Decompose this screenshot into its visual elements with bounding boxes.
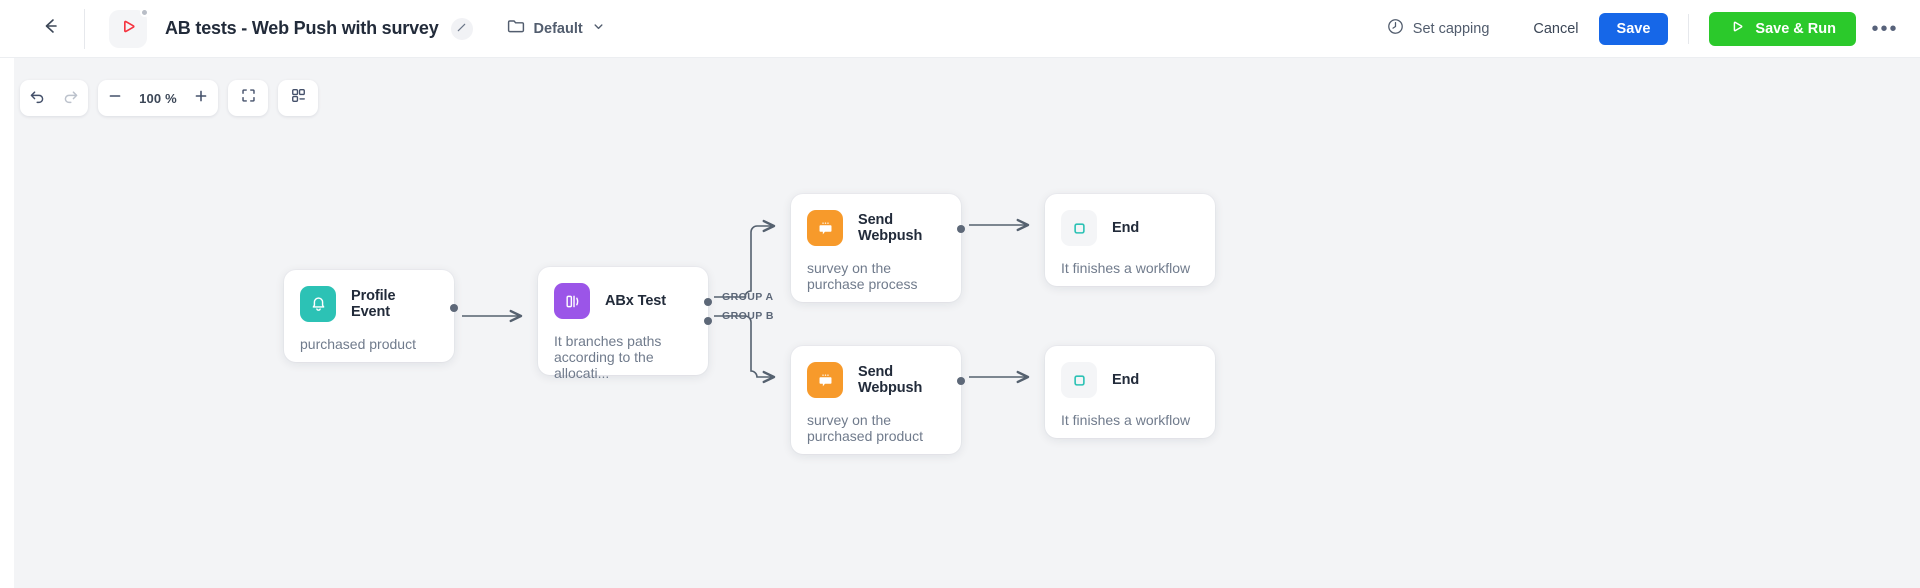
more-options-button[interactable]: ••• [1872, 16, 1898, 42]
chat-bubble-icon [807, 362, 843, 398]
node-header: Send Webpush [791, 346, 961, 398]
node-end-b[interactable]: End It finishes a workflow [1045, 346, 1215, 438]
node-abx-test[interactable]: ABx Test It branches paths according to … [538, 267, 712, 381]
branch-label-group-a: GROUP A [722, 291, 774, 303]
fit-to-screen-group [228, 80, 268, 116]
page-title: AB tests - Web Push with survey [165, 18, 439, 38]
kebab-icon: ••• [1871, 17, 1899, 40]
arrow-left-icon [39, 15, 61, 42]
auto-layout-button[interactable] [281, 80, 315, 116]
workflow-canvas[interactable]: 100 % [14, 58, 1920, 588]
node-end-a[interactable]: End It finishes a workflow [1045, 194, 1215, 286]
redo-button[interactable] [54, 80, 88, 116]
header-divider [84, 8, 85, 49]
node-header: ABx Test [538, 267, 708, 319]
zoom-level-value[interactable]: 100 % [139, 90, 177, 106]
auto-layout-group [278, 80, 318, 116]
app-header: AB tests - Web Push with survey Default [0, 0, 1920, 58]
node-description: It finishes a workflow [1061, 260, 1191, 276]
output-port[interactable] [957, 225, 965, 233]
canvas-toolbar: 100 % [20, 80, 318, 116]
folder-selector[interactable]: Default [507, 18, 605, 39]
save-button[interactable]: Save [1598, 12, 1669, 45]
minus-icon [107, 88, 123, 109]
save-and-run-label: Save & Run [1755, 20, 1836, 37]
output-port[interactable] [957, 377, 965, 385]
zoom-group: 100 % [98, 80, 218, 116]
fullscreen-icon [240, 87, 257, 109]
set-capping-label: Set capping [1412, 20, 1490, 37]
node-description: purchased product [300, 336, 416, 352]
output-port-group-b[interactable] [704, 317, 712, 325]
header-actions: Set capping Cancel Save Save & Run ••• [1387, 11, 1920, 46]
cancel-button[interactable]: Cancel [1533, 20, 1579, 37]
history-group [20, 80, 88, 116]
node-title: Send Webpush [858, 364, 923, 396]
zoom-in-button[interactable] [184, 80, 218, 116]
actions-divider [1688, 13, 1690, 44]
output-port-group-a[interactable] [704, 298, 712, 306]
chevron-down-icon [592, 20, 605, 38]
node-title: End [1112, 372, 1140, 388]
folder-label: Default [533, 20, 583, 37]
node-description: It finishes a workflow [1061, 412, 1191, 428]
stop-square-icon [1061, 362, 1097, 398]
undo-button[interactable] [20, 80, 54, 116]
status-dot [140, 7, 149, 17]
edit-title-button[interactable] [450, 17, 473, 40]
node-profile-event[interactable]: Profile Event purchased product [284, 270, 458, 362]
output-port[interactable] [450, 304, 458, 312]
node-send-webpush-b[interactable]: Send Webpush survey on the purchased pro… [791, 346, 965, 454]
zoom-out-button[interactable] [98, 80, 132, 116]
bell-icon [300, 286, 336, 322]
play-triangle-icon [118, 16, 139, 42]
clock-icon [1387, 18, 1404, 39]
pencil-icon [456, 20, 467, 38]
redo-arrow-icon [62, 87, 80, 110]
play-icon [1729, 18, 1746, 39]
undo-arrow-icon [28, 87, 46, 110]
fit-to-screen-button[interactable] [231, 80, 265, 116]
node-title: Send Webpush [858, 212, 923, 244]
stop-square-icon [1061, 210, 1097, 246]
node-description: survey on the purchased product [807, 412, 923, 445]
folder-icon [507, 18, 525, 39]
set-capping-button[interactable]: Set capping [1387, 18, 1490, 39]
node-description: survey on the purchase process [807, 260, 918, 293]
node-send-webpush-a[interactable]: Send Webpush survey on the purchase proc… [791, 194, 965, 302]
node-header: Profile Event [284, 270, 454, 322]
node-title: End [1112, 220, 1140, 236]
branch-label-group-b: GROUP B [722, 310, 774, 322]
plus-icon [193, 88, 209, 109]
node-title: ABx Test [605, 293, 666, 309]
back-button[interactable] [30, 9, 70, 49]
node-title: Profile Event [351, 288, 396, 320]
node-header: End [1045, 194, 1215, 246]
node-description: It branches paths according to the alloc… [554, 333, 662, 382]
workflow-logo [109, 7, 149, 48]
ab-split-icon [554, 283, 590, 319]
node-header: Send Webpush [791, 194, 961, 246]
chat-bubble-icon [807, 210, 843, 246]
node-header: End [1045, 346, 1215, 398]
save-and-run-button[interactable]: Save & Run [1709, 11, 1856, 46]
auto-layout-icon [290, 87, 307, 109]
